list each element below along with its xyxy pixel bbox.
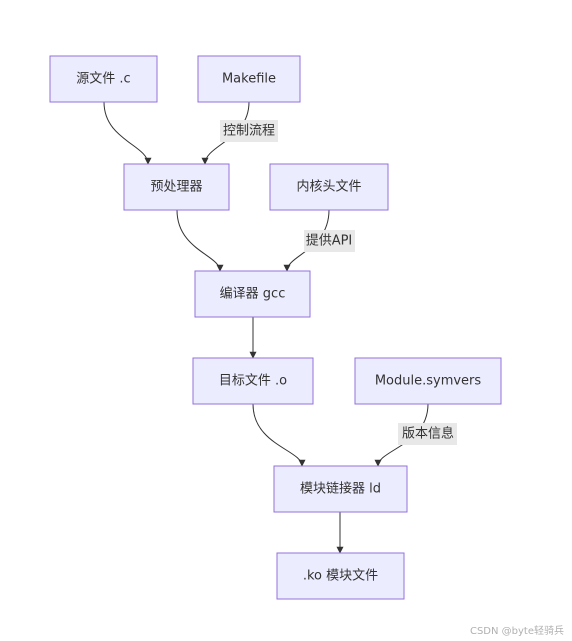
node-makefile-label: Makefile [222,72,276,87]
edge-label-version-info-text: 版本信息 [402,426,454,442]
node-kernel-headers: 内核头文件 [269,163,389,211]
node-kernel-headers-label: 内核头文件 [296,179,361,195]
node-ko-file: .ko 模块文件 [276,552,405,600]
node-linker-label: 模块链接器 ld [300,481,381,497]
edge-preprocessor-to-compiler [176,209,224,272]
node-ko-file-label: .ko 模块文件 [303,569,378,584]
edge-label-control-flow: 控制流程 [220,120,278,142]
node-module-symvers-label: Module.symvers [375,374,482,389]
edge-label-control-flow-text: 控制流程 [223,124,275,139]
node-preprocessor-label: 预处理器 [150,180,202,195]
node-compiler: 编译器 gcc [194,270,311,318]
watermark: CSDN @byte轻骑兵 [469,626,564,637]
node-object-file-label: 目标文件 .o [219,374,287,389]
edge-object-to-linker [252,403,306,467]
node-object-file: 目标文件 .o [192,357,314,405]
edge-label-provide-api-text: 提供API [306,233,353,249]
edge-source-to-preprocessor [103,101,152,165]
edge-label-version-info: 版本信息 [398,423,457,445]
node-compiler-label: 编译器 gcc [220,287,286,302]
edge-label-provide-api: 提供API [304,230,355,252]
node-module-symvers: Module.symvers [354,357,502,405]
node-linker: 模块链接器 ld [273,465,408,513]
node-source-file: 源文件 .c [49,55,158,103]
node-source-file-label: 源文件 .c [76,72,130,87]
node-makefile: Makefile [197,55,301,103]
node-preprocessor: 预处理器 [123,163,230,211]
